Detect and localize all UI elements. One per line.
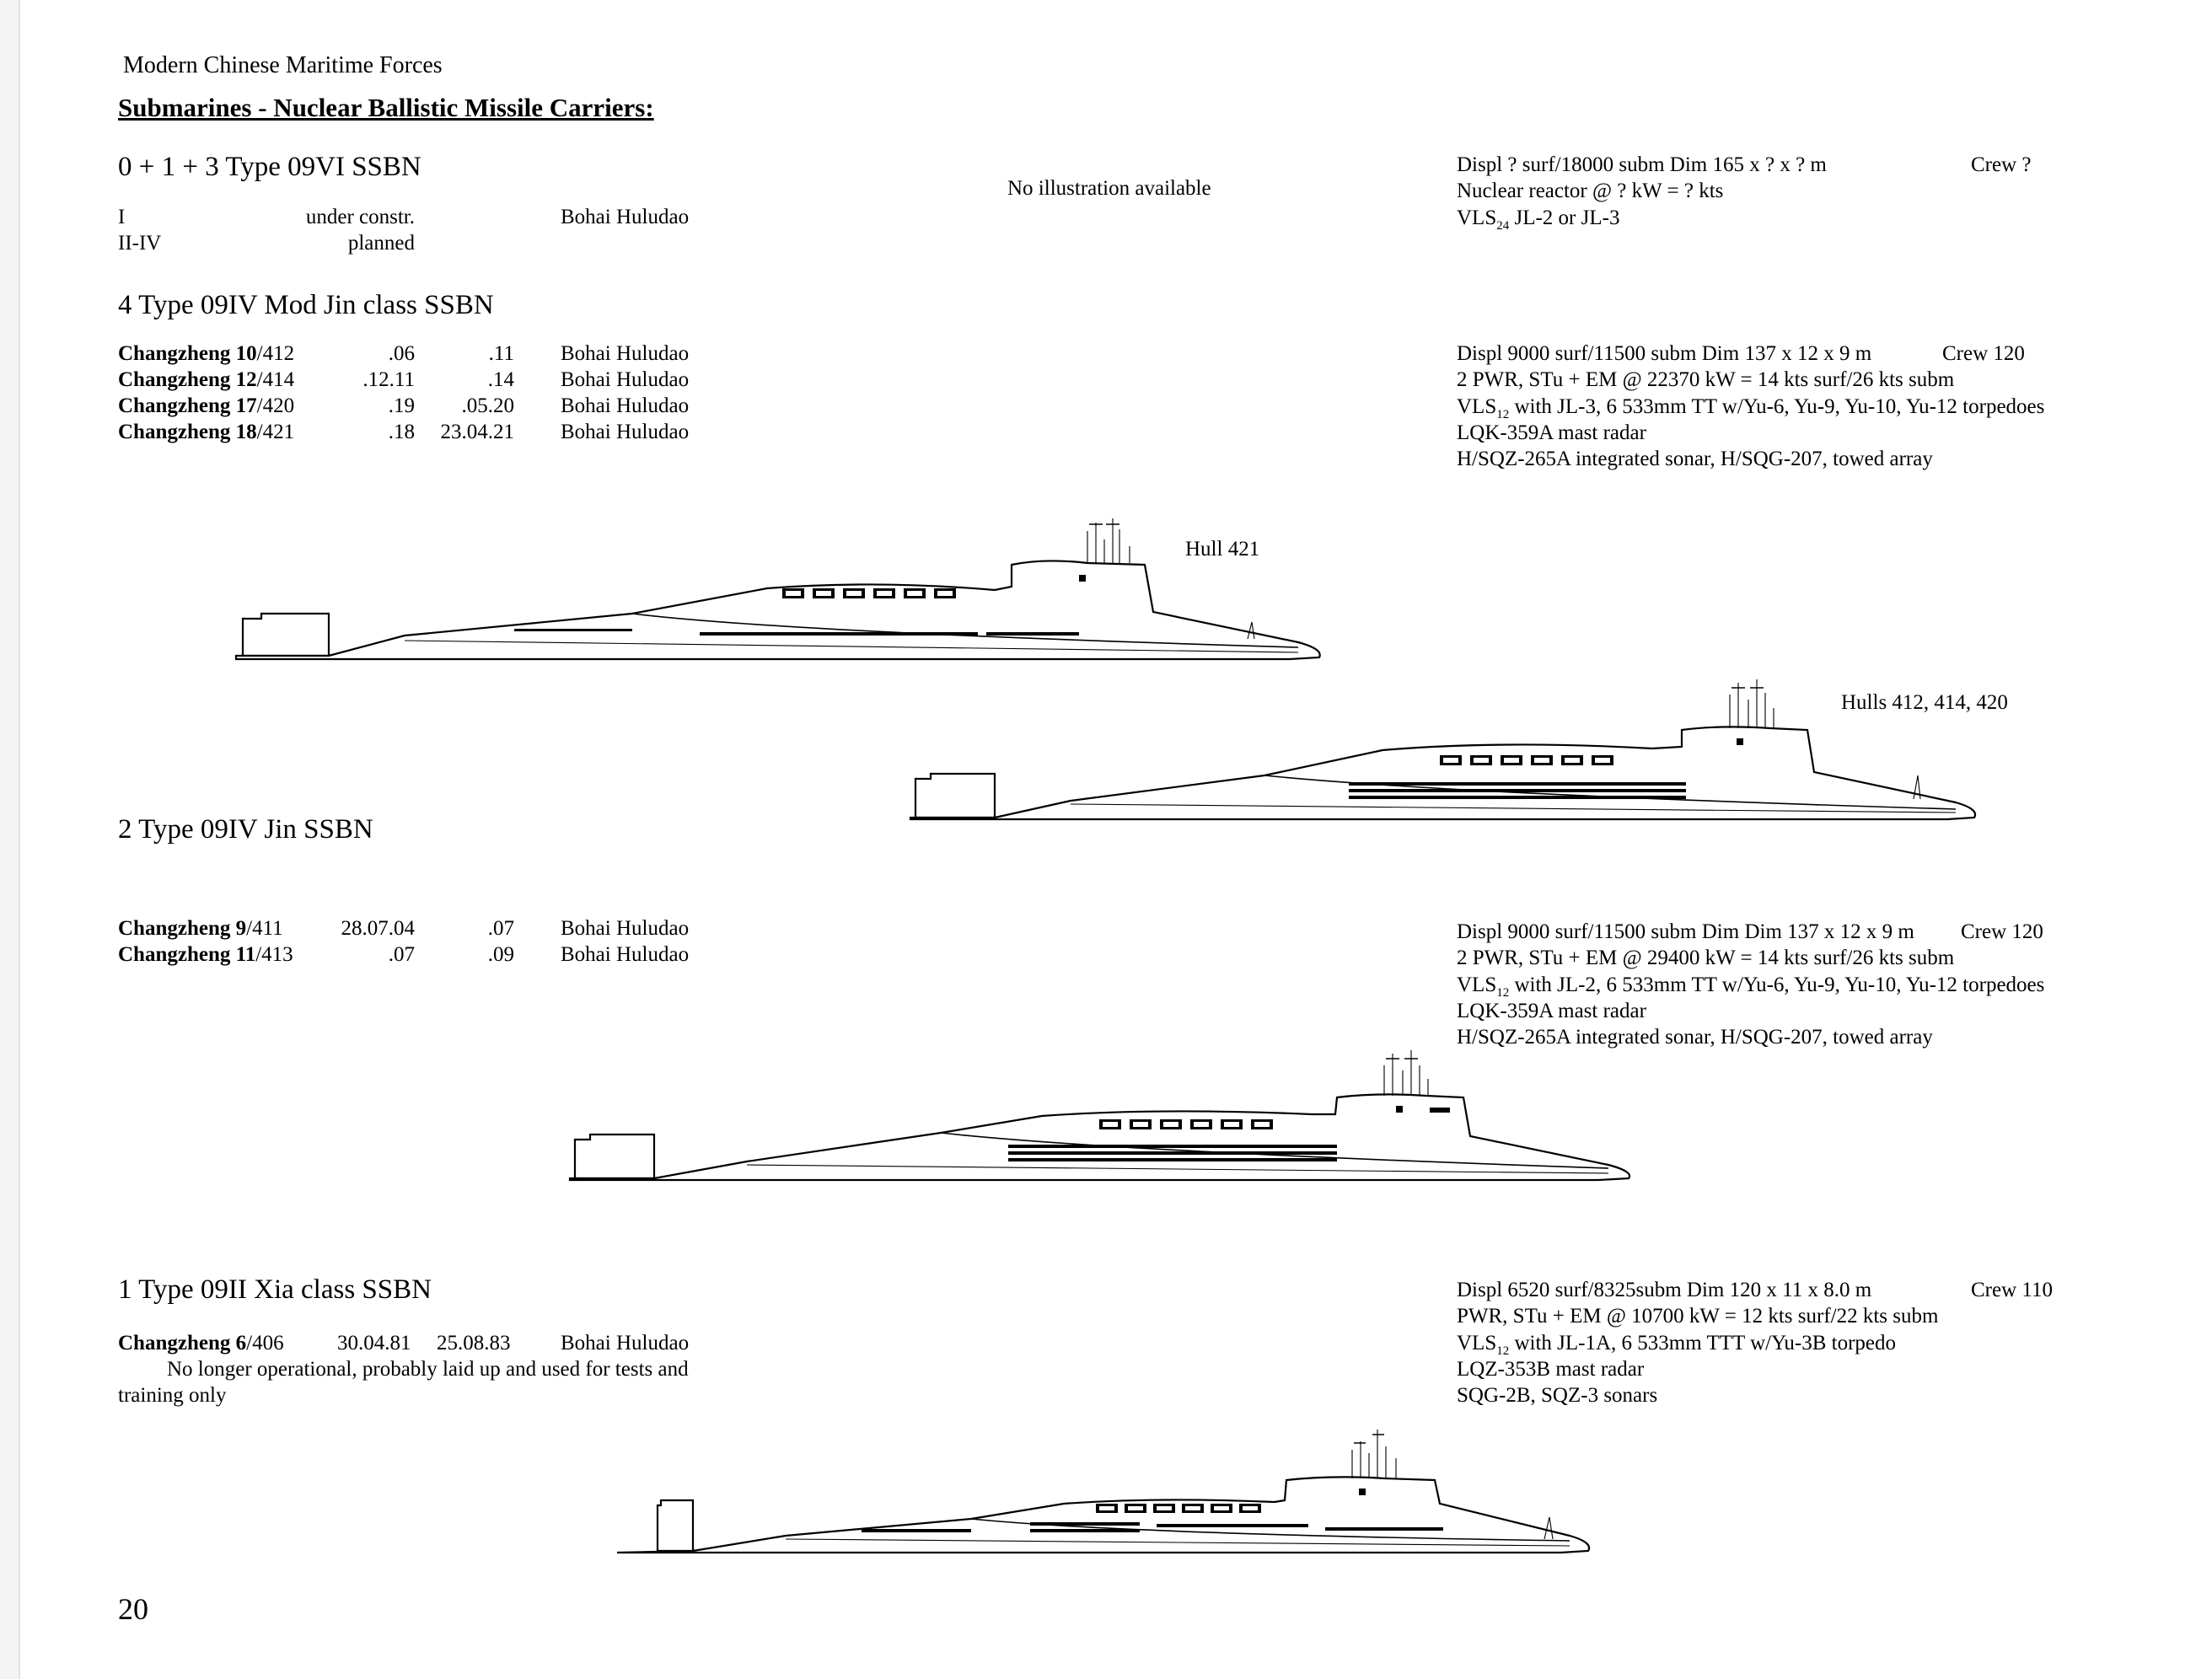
laid-down-date: .18 — [388, 421, 415, 443]
page-edge — [0, 0, 20, 1679]
ship-name: Changzheng 12/414 — [118, 368, 295, 391]
laid-down-date: .06 — [388, 342, 415, 365]
spec-crew: Crew ? — [1971, 153, 2032, 176]
laid-down-date: .07 — [388, 943, 415, 966]
spec-power: Nuclear reactor @ ? kW = ? kts — [1457, 180, 1724, 203]
spec-armament: VLS24 JL-2 or JL-3 — [1457, 206, 1620, 233]
commission-date: .07 — [487, 917, 514, 940]
no-illustration-note: No illustration available — [1007, 177, 1211, 200]
spec-power: 2 PWR, STu + EM @ 29400 kW = 14 kts surf… — [1457, 947, 1955, 970]
submarine-profile-09iv — [568, 1050, 1631, 1182]
spec-armament: VLS12 with JL-3, 6 533mm TT w/Yu-6, Yu-9… — [1457, 394, 2045, 421]
commission-date: 23.04.21 — [440, 421, 515, 443]
commission-date: .14 — [487, 368, 514, 391]
shipyard: Bohai Huludao — [561, 943, 690, 966]
spec-displacement-dimensions: Displ ? surf/18000 subm Dim 165 x ? x ? … — [1457, 153, 1827, 176]
spec-displacement-dimensions: Displ 9000 surf/11500 subm Dim 137 x 12 … — [1457, 342, 1872, 365]
laid-down-date: 30.04.81 — [337, 1332, 411, 1354]
shipyard: Bohai Huludao — [561, 917, 690, 940]
page-number: 20 — [118, 1592, 148, 1626]
section-title: Submarines - Nuclear Ballistic Missile C… — [118, 93, 654, 122]
ship-name: II-IV — [118, 232, 162, 255]
shipyard: Bohai Huludao — [561, 206, 690, 228]
shipyard: Bohai Huludao — [561, 421, 690, 443]
build-status: under constr. — [305, 206, 415, 228]
class-heading-09iv-mod: 4 Type 09IV Mod Jin class SSBN — [118, 290, 494, 320]
class-heading-09ii: 1 Type 09II Xia class SSBN — [118, 1274, 432, 1305]
shipyard: Bohai Huludao — [561, 1332, 690, 1354]
shipyard: Bohai Huludao — [561, 368, 690, 391]
ship-name: I — [118, 206, 126, 228]
shipyard: Bohai Huludao — [561, 394, 690, 417]
class-heading-09iv: 2 Type 09IV Jin SSBN — [118, 814, 373, 845]
commission-date: .09 — [487, 943, 514, 966]
spec-sonar: SQG-2B, SQZ-3 sonars — [1457, 1384, 1658, 1408]
spec-power: 2 PWR, STu + EM @ 22370 kW = 14 kts surf… — [1457, 368, 1955, 392]
drawing-caption: Hulls 412, 414, 420 — [1841, 691, 2008, 714]
spec-sonar: H/SQZ-265A integrated sonar, H/SQG-207, … — [1457, 448, 1933, 471]
spec-armament: VLS12 with JL-1A, 6 533mm TTT w/Yu-3B to… — [1457, 1331, 1897, 1358]
status-note: training only — [118, 1384, 227, 1407]
ship-name: Changzheng 10/412 — [118, 342, 295, 365]
spec-displacement-dimensions: Displ 6520 surf/8325subm Dim 120 x 11 x … — [1457, 1279, 1872, 1301]
commission-date: 25.08.83 — [437, 1332, 511, 1354]
spec-sonar: H/SQZ-265A integrated sonar, H/SQG-207, … — [1457, 1026, 1933, 1049]
build-status: planned — [347, 232, 415, 255]
spec-radar: LQK-359A mast radar — [1457, 421, 1646, 444]
class-heading-09vi: 0 + 1 + 3 Type 09VI SSBN — [118, 152, 421, 182]
drawing-caption: Hull 421 — [1185, 538, 1260, 561]
commission-date: .11 — [488, 342, 514, 365]
spec-block-09ii: Displ 6520 surf/8325subm Dim 120 x 11 x … — [1457, 1277, 2190, 1408]
spec-block-09vi: Displ ? surf/18000 subm Dim 165 x ? x ? … — [1457, 152, 2047, 233]
ship-name: Changzheng 9/411 — [118, 917, 283, 940]
spec-armament: VLS12 with JL-2, 6 533mm TT w/Yu-6, Yu-9… — [1457, 973, 2045, 1000]
spec-block-09iv: Displ 9000 surf/11500 subm Dim Dim 137 x… — [1457, 919, 2190, 1050]
spec-crew: Crew 120 — [1942, 342, 2025, 365]
ship-name: Changzheng 17/420 — [118, 394, 295, 417]
ship-name: Changzheng 6/406 — [118, 1332, 284, 1354]
laid-down-date: 28.07.04 — [341, 917, 416, 940]
spec-radar: LQZ-353B mast radar — [1457, 1357, 1645, 1381]
commission-date: .05.20 — [461, 394, 515, 417]
shipyard: Bohai Huludao — [561, 342, 690, 365]
running-header: Modern Chinese Maritime Forces — [123, 52, 443, 78]
submarine-profile-09ii — [616, 1430, 1591, 1554]
spec-crew: Crew 120 — [1961, 920, 2043, 943]
laid-down-date: .12.11 — [362, 368, 415, 391]
ship-name: Changzheng 11/413 — [118, 943, 293, 966]
spec-radar: LQK-359A mast radar — [1457, 999, 1646, 1022]
ship-name: Changzheng 18/421 — [118, 421, 295, 443]
spec-power: PWR, STu + EM @ 10700 kW = 12 kts surf/2… — [1457, 1305, 1939, 1328]
spec-block-09iv-mod: Displ 9000 surf/11500 subm Dim 137 x 12 … — [1457, 341, 2190, 472]
status-note: No longer operational, probably laid up … — [167, 1358, 689, 1381]
submarine-profile-hulls-412-414-420 — [909, 679, 1977, 821]
laid-down-date: .19 — [388, 394, 415, 417]
submarine-profile-hull-421 — [234, 518, 1321, 661]
spec-crew: Crew 110 — [1971, 1279, 2053, 1301]
spec-displacement-dimensions: Displ 9000 surf/11500 subm Dim Dim 137 x… — [1457, 920, 1914, 943]
